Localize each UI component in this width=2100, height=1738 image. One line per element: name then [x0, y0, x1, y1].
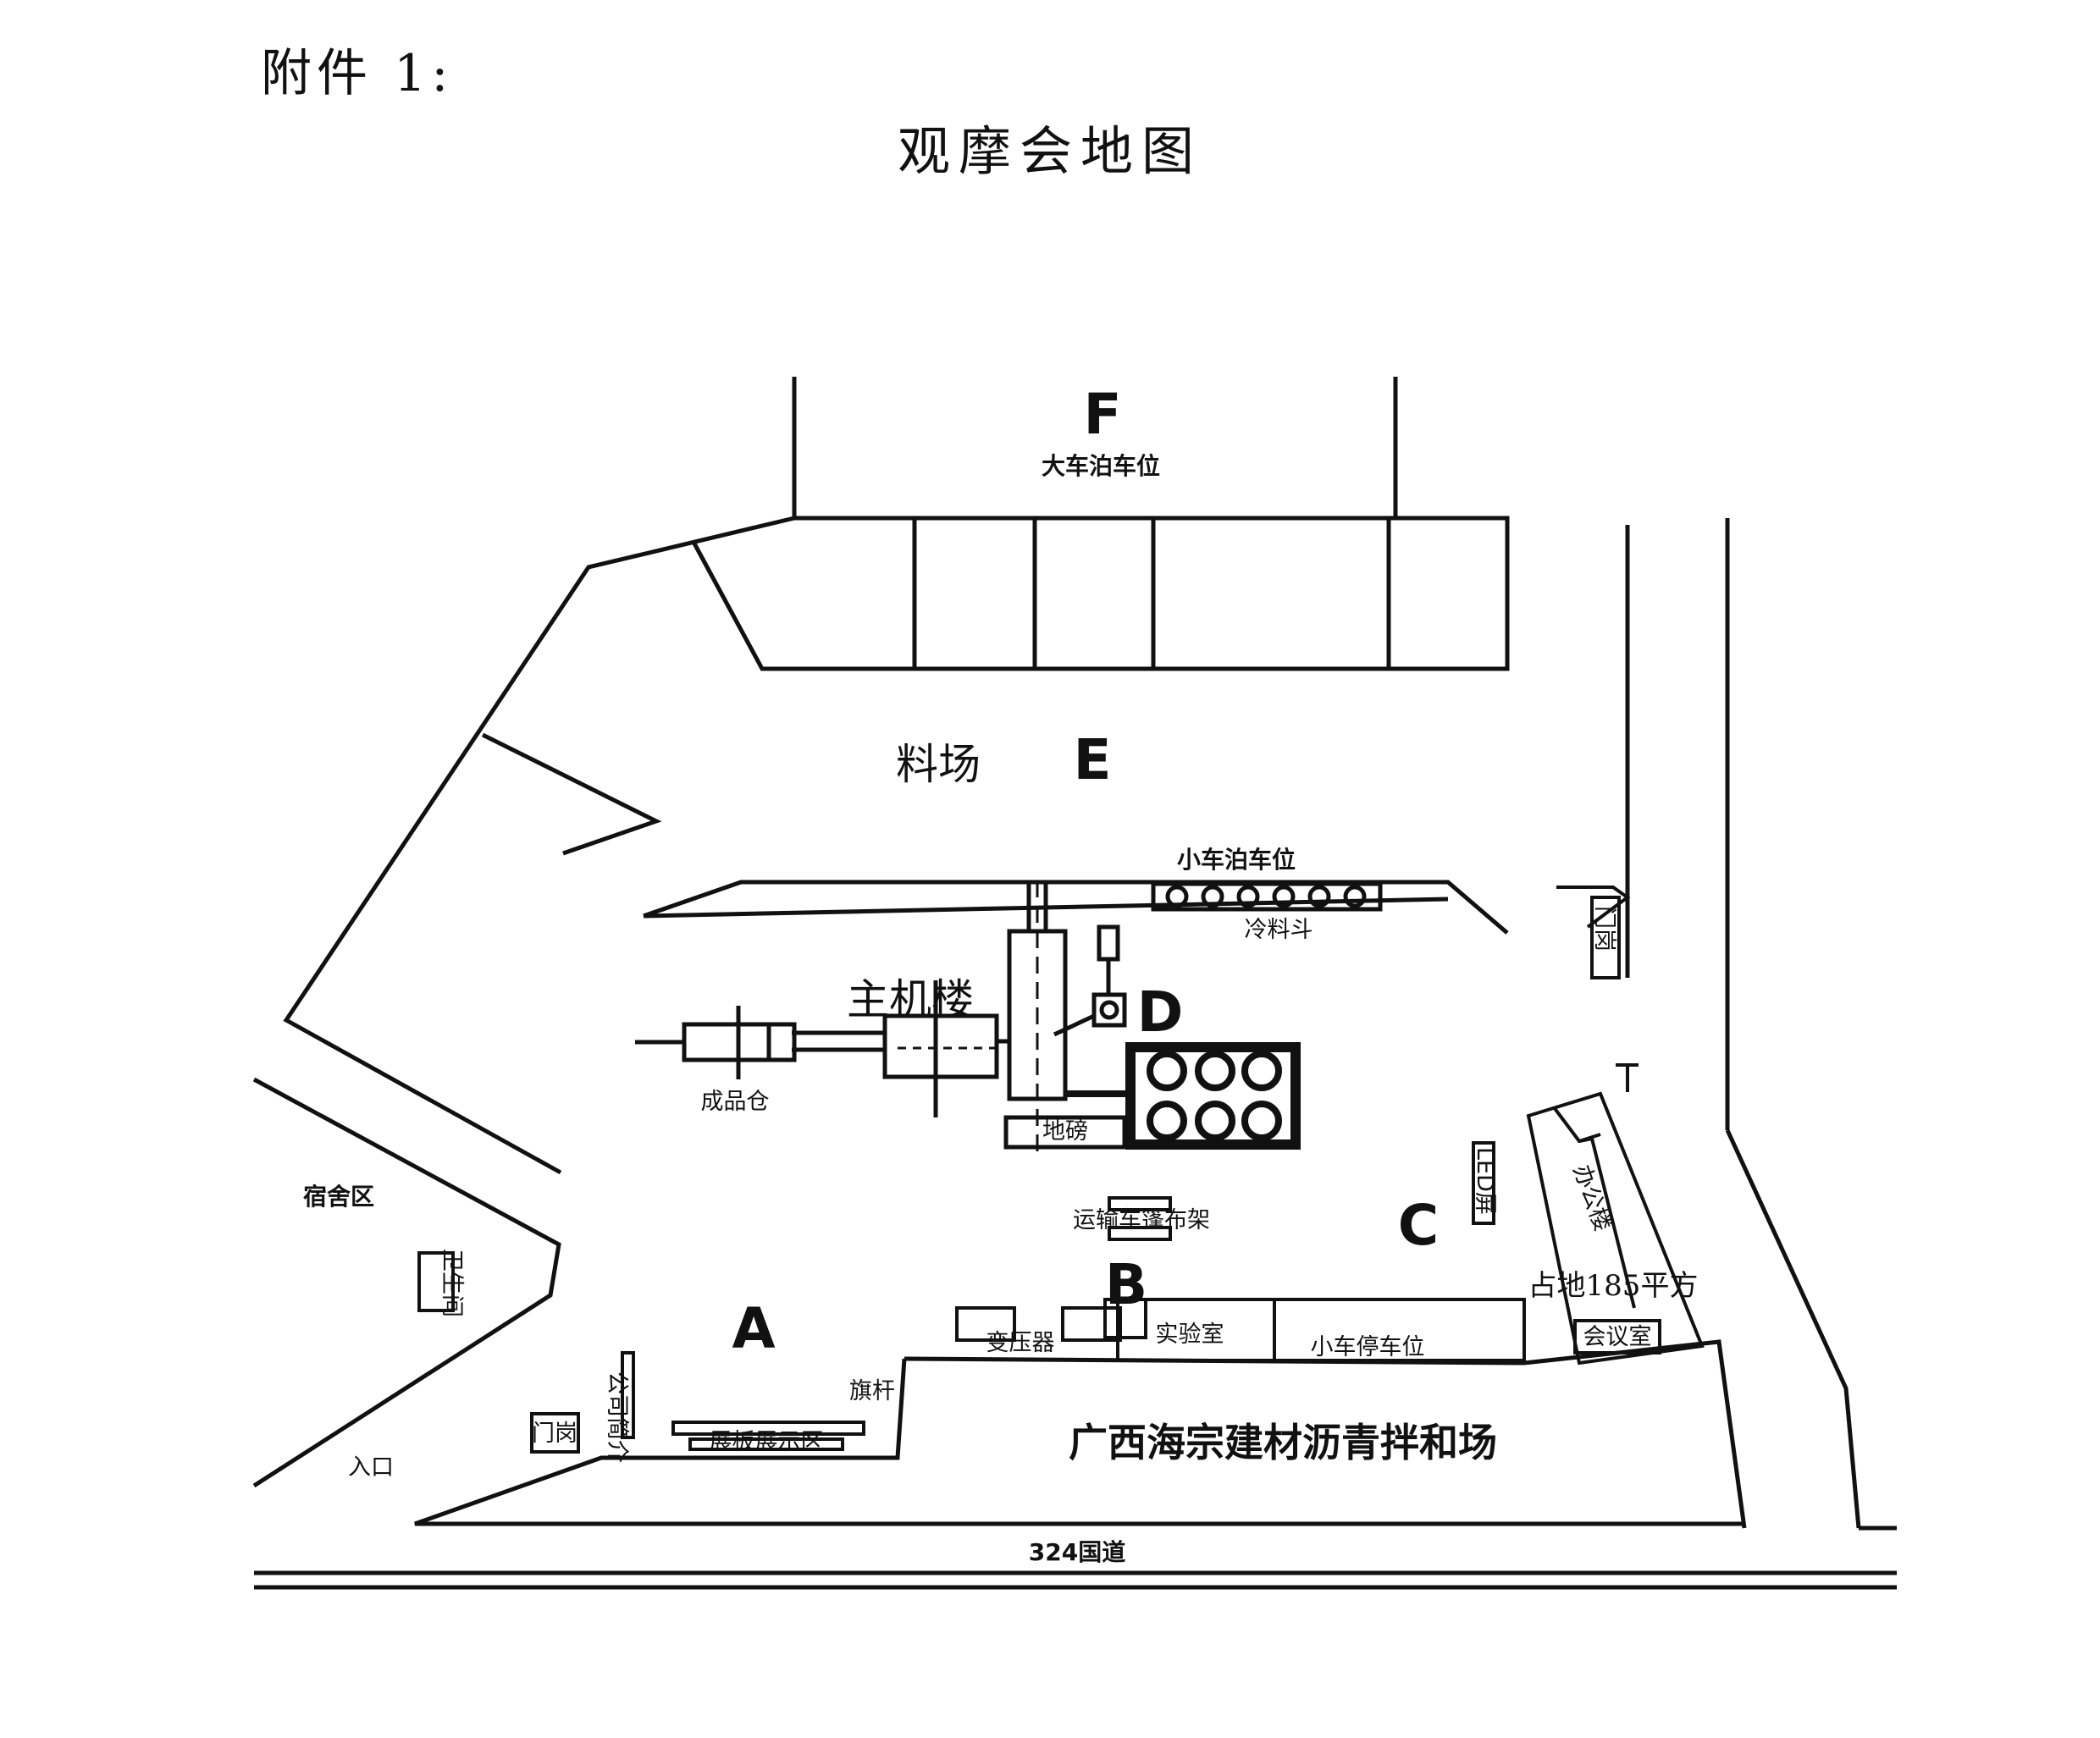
main-building-label: 主机楼	[847, 975, 974, 1024]
page-title: 观摩会地图	[897, 120, 1202, 182]
toilet-label: 卫生间	[439, 1249, 465, 1317]
car-stop-label: 小车停车位	[1311, 1334, 1425, 1360]
road-label: 324国道	[1029, 1538, 1125, 1566]
entrance-label: 入口	[348, 1454, 394, 1481]
car-parking-label: 小车泊车位	[1177, 846, 1296, 874]
transformer-label: 变压器	[986, 1330, 1055, 1356]
area-label: 占地185平方	[1528, 1269, 1699, 1303]
conference-label: 会议室	[1583, 1324, 1652, 1350]
material-yard-label: 料场	[896, 740, 981, 789]
dormitory-label: 宿舍区	[303, 1183, 374, 1211]
laboratory-label: 实验室	[1156, 1321, 1224, 1348]
gate-label: 门岗	[532, 1421, 578, 1447]
zone-c-label: C	[1398, 1193, 1439, 1258]
zone-e-label: E	[1073, 727, 1111, 792]
attachment-label: 附件 1:	[261, 44, 454, 103]
asphalt-plant	[635, 880, 1301, 1160]
exhibit-label: 展板展示区	[710, 1429, 824, 1455]
truck-parking-area	[692, 377, 1510, 671]
zone-b-label: B	[1105, 1252, 1147, 1317]
company-intro-sign: 公司简介	[604, 1371, 630, 1463]
led-screen-label: LED屏	[1472, 1147, 1498, 1215]
cold-hopper-label: 冷料斗	[1245, 917, 1313, 943]
transport-cover-label: 运输车篷布架	[1073, 1207, 1210, 1233]
zone-f-label: F	[1083, 382, 1121, 447]
car-parking-strip	[643, 880, 1509, 935]
company-name: 广西海宗建材沥青拌和场	[1069, 1420, 1497, 1465]
zone-a-label: A	[732, 1296, 775, 1361]
gate-east-label: 门岗	[1591, 906, 1617, 952]
small-structures	[417, 886, 1705, 1454]
zone-d-label: D	[1137, 979, 1184, 1045]
office-label: 办公楼	[1567, 1161, 1616, 1235]
finished-silo-label: 成品仓	[701, 1089, 770, 1115]
truck-parking-label: 大车泊车位	[1042, 452, 1160, 480]
ground-scale-label: 地磅	[1042, 1118, 1088, 1145]
flag-label: 旗杆	[849, 1378, 895, 1404]
